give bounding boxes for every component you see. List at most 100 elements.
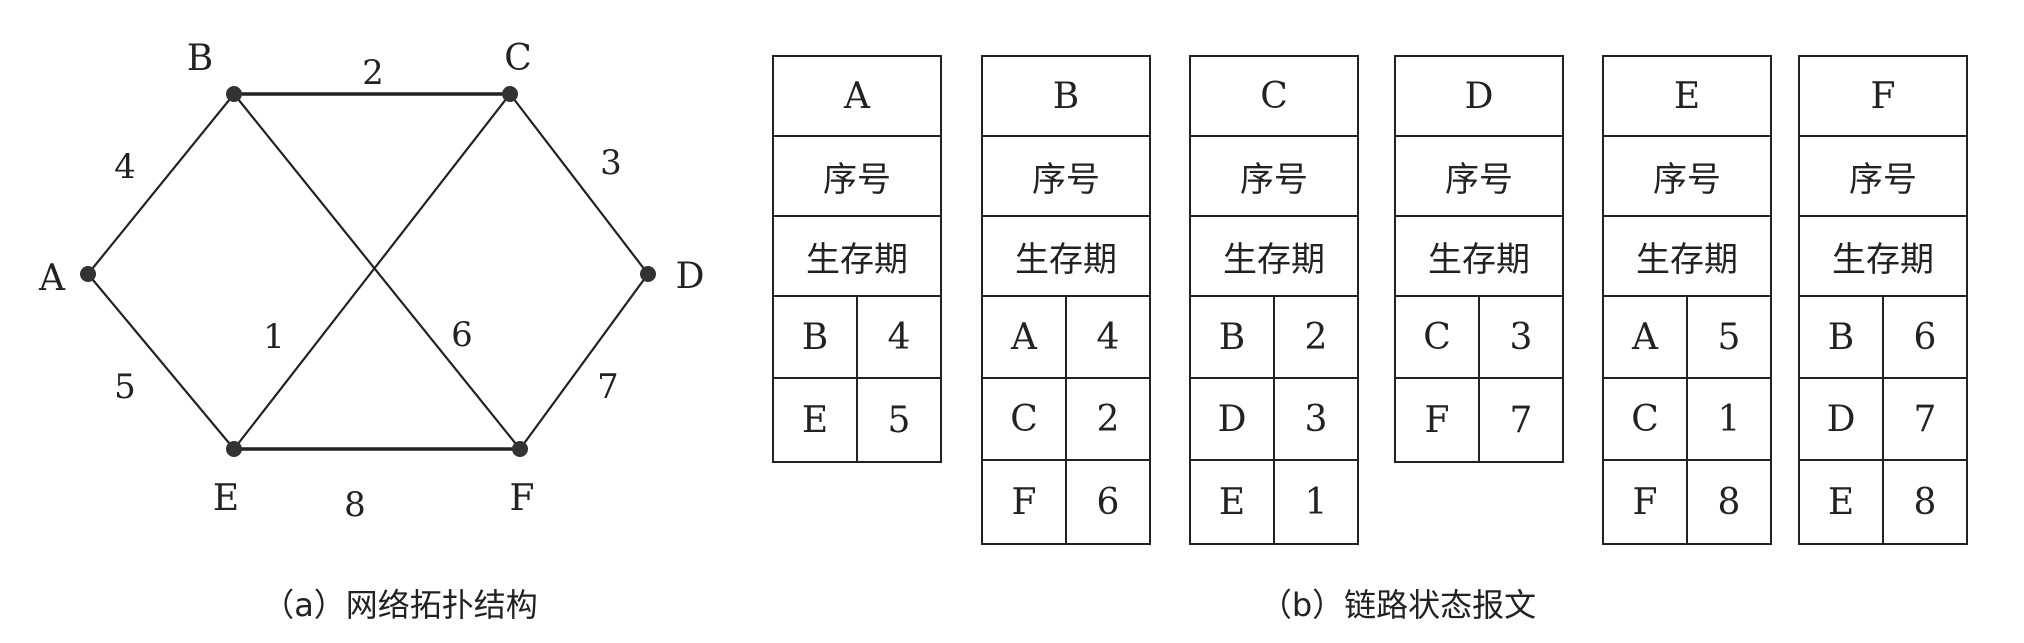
- packets-caption: （b）链路状态报文: [1259, 586, 1537, 624]
- cost: 5: [887, 399, 911, 441]
- neighbor: D: [1191, 379, 1275, 459]
- edge-A-E: [87, 273, 235, 450]
- edge-C-D: [509, 93, 649, 275]
- node-label: A: [38, 258, 66, 299]
- cost: 6: [1096, 481, 1120, 523]
- sequence-label: 序号: [1191, 137, 1357, 217]
- age-label: 生存期: [774, 217, 940, 297]
- cost: 6: [1913, 316, 1937, 358]
- neighbor: B: [1800, 297, 1884, 377]
- neighbor: F: [983, 461, 1067, 543]
- cost: 1: [1717, 398, 1741, 440]
- neighbor: E: [1800, 461, 1884, 543]
- neighbor: F: [1396, 379, 1480, 461]
- router-node-B: [226, 86, 242, 102]
- cost: 7: [1913, 398, 1937, 440]
- edge-A-B: [87, 93, 235, 275]
- neighbor: C: [1396, 297, 1480, 377]
- cost: 4: [1096, 316, 1120, 358]
- packet-router: E: [1604, 57, 1770, 137]
- age-label: 生存期: [983, 217, 1149, 297]
- router-node-C: [502, 86, 518, 102]
- router-node-D: [640, 266, 656, 282]
- packet-router: C: [1191, 57, 1357, 137]
- edge-weight: 2: [362, 53, 384, 93]
- age-label: 生存期: [1191, 217, 1357, 297]
- edge-weight: 5: [114, 367, 136, 407]
- packet-router: B: [983, 57, 1149, 137]
- neighbor: C: [1604, 379, 1688, 459]
- router-node-A: [80, 266, 96, 282]
- edge-weight: 3: [600, 143, 622, 183]
- neighbor: A: [983, 297, 1067, 377]
- node-label: C: [504, 38, 532, 79]
- edge-weight: 1: [263, 317, 285, 357]
- neighbor: B: [1191, 297, 1275, 377]
- packet-router: F: [1800, 57, 1966, 137]
- neighbor: E: [774, 379, 858, 461]
- sequence-label: 序号: [1396, 137, 1562, 217]
- cost: 1: [1304, 481, 1328, 523]
- neighbor: B: [774, 297, 858, 377]
- network-topology-graph: 2 4 3 1 6 5 7 8 A B C D E F: [38, 38, 705, 525]
- cost: 3: [1304, 398, 1328, 440]
- sequence-label: 序号: [1800, 137, 1966, 217]
- edge-weight: 6: [451, 315, 473, 355]
- neighbor: F: [1604, 461, 1688, 543]
- edge-B-F: [233, 93, 521, 450]
- cost: 8: [1717, 481, 1741, 523]
- age-label: 生存期: [1800, 217, 1966, 297]
- node-label: D: [676, 256, 705, 297]
- edge-D-F: [519, 273, 649, 450]
- neighbor: A: [1604, 297, 1688, 377]
- cost: 8: [1913, 481, 1937, 523]
- edge-weight: 7: [597, 367, 619, 407]
- neighbor: C: [983, 379, 1067, 459]
- age-label: 生存期: [1396, 217, 1562, 297]
- cost: 2: [1096, 398, 1120, 440]
- packet-router: A: [774, 57, 940, 137]
- cost: 5: [1717, 316, 1741, 358]
- sequence-label: 序号: [983, 137, 1149, 217]
- cost: 3: [1509, 316, 1533, 358]
- edge-weight: 8: [344, 485, 366, 525]
- age-label: 生存期: [1604, 217, 1770, 297]
- cost: 7: [1509, 399, 1533, 441]
- neighbor: D: [1800, 379, 1884, 459]
- router-node-E: [226, 441, 242, 457]
- neighbor: E: [1191, 461, 1275, 543]
- cost: 2: [1304, 316, 1328, 358]
- sequence-label: 序号: [1604, 137, 1770, 217]
- edge-weight: 4: [114, 147, 136, 187]
- cost: 4: [887, 316, 911, 358]
- sequence-label: 序号: [774, 137, 940, 217]
- topology-caption: （a）网络拓扑结构: [262, 586, 538, 624]
- node-label: F: [510, 478, 535, 519]
- packet-router: D: [1396, 57, 1562, 137]
- node-label: E: [213, 478, 239, 519]
- edge-C-E: [233, 93, 511, 450]
- node-label: B: [187, 38, 213, 79]
